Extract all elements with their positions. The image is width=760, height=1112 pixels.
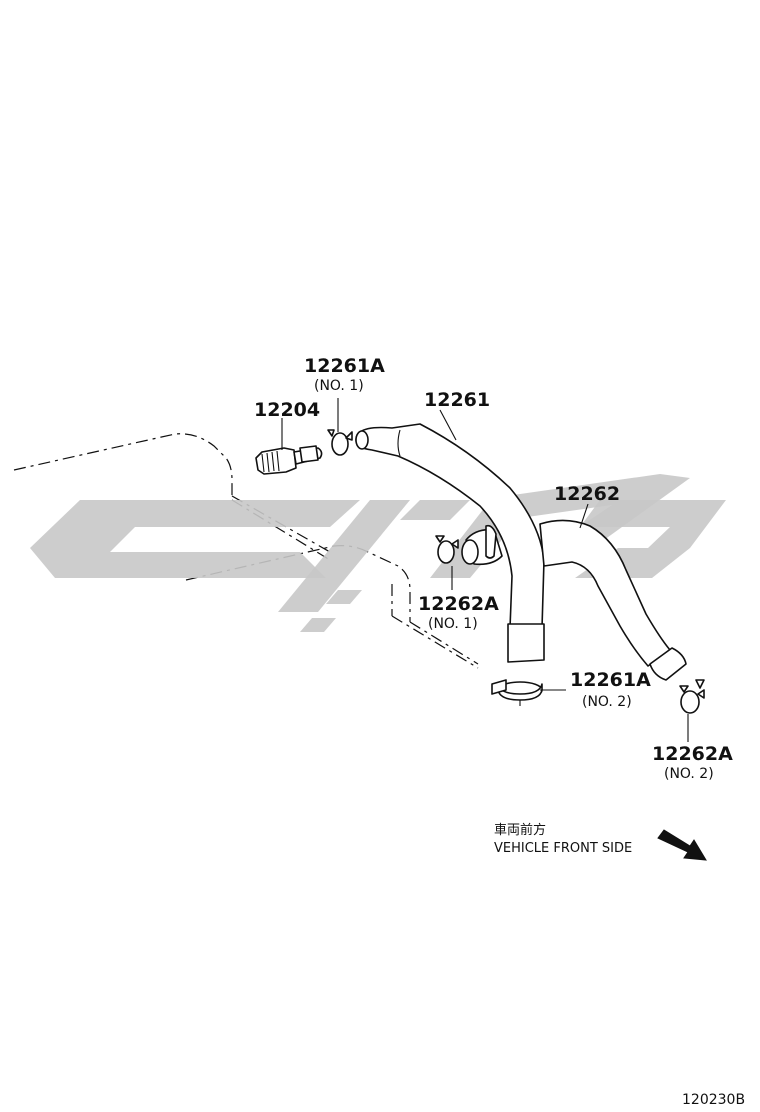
hose-clip-12262A-no1 [435, 535, 459, 564]
part-subtitle: (NO. 1) [314, 378, 364, 394]
label-12262A-no1: 12262A (NO. 1) [418, 593, 499, 632]
label-12262A-no2: 12262A (NO. 2) [652, 743, 733, 782]
label-12261A-no2: 12261A (NO. 2) [570, 669, 651, 710]
front-direction-arrow-icon [657, 829, 707, 861]
hose-clip-12262A-no2 [679, 679, 705, 714]
ventilation-hose-12262 [539, 519, 687, 681]
label-12261A-no1: 12261A (NO. 1) [304, 355, 385, 394]
part-code: 12261A [304, 355, 385, 377]
part-subtitle: (NO. 1) [428, 616, 478, 632]
hose-clip-12261A-no1 [327, 429, 353, 456]
part-code: 12262A [418, 593, 499, 615]
part-code: 12204 [254, 399, 320, 421]
label-12262: 12262 [554, 483, 620, 505]
leader-lines [281, 398, 689, 742]
part-subtitle: (NO. 2) [582, 694, 632, 710]
part-code: 12261 [424, 389, 490, 411]
hose-clamp-12261A-no2 [491, 679, 543, 706]
illustration-code: 120230B [682, 1092, 745, 1108]
direction-note-english: VEHICLE FRONT SIDE [494, 841, 632, 856]
label-12204: 12204 [254, 399, 320, 421]
part-code: 12262 [554, 483, 620, 505]
label-12261: 12261 [424, 389, 490, 411]
direction-note-japanese: 車両前方 [494, 822, 546, 838]
ventilation-hose-12261 [355, 423, 545, 663]
part-code: 12262A [652, 743, 733, 765]
pcv-valve-12204 [255, 445, 323, 475]
pipe-stub [461, 524, 503, 566]
part-subtitle: (NO. 2) [664, 766, 714, 782]
part-code: 12261A [570, 669, 651, 691]
vehicle-front-note: 車両前方 VEHICLE FRONT SIDE [494, 822, 707, 861]
